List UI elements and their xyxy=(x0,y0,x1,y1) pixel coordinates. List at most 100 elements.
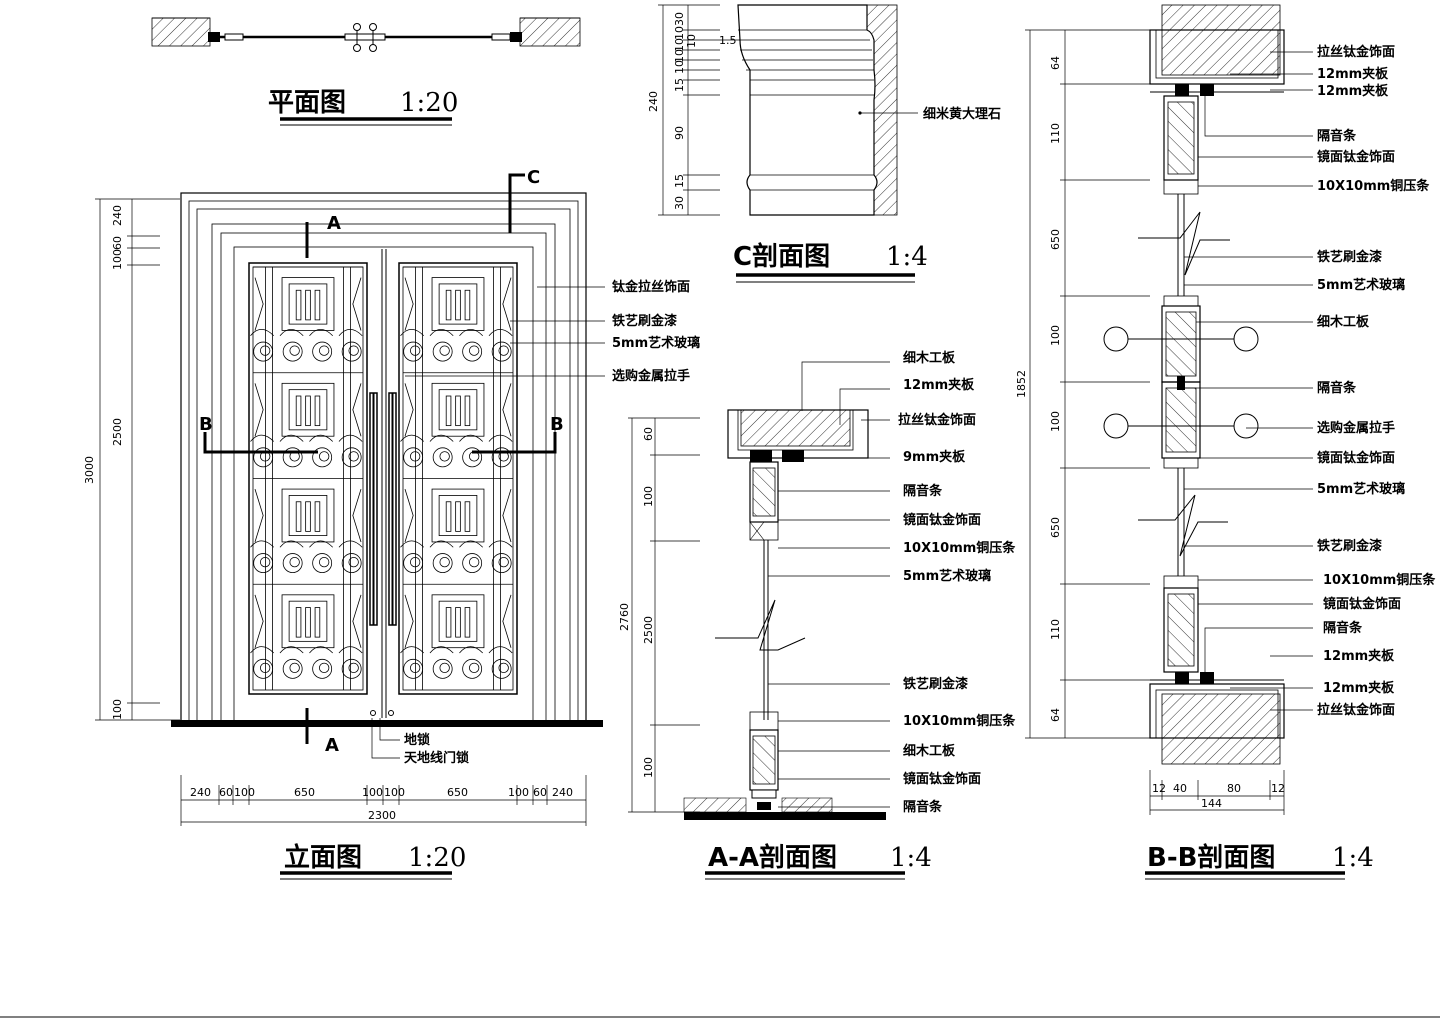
c-section-title: C剖面图 xyxy=(733,241,830,272)
bb-label-8: 细木工板 xyxy=(1317,314,1370,330)
bb-label-6: 铁艺刷金漆 xyxy=(1316,249,1382,265)
elev-label-1: 铁艺刷金漆 xyxy=(611,313,677,329)
bb-label-7: 5mm艺术玻璃 xyxy=(1317,277,1405,293)
cut-mark-c: C xyxy=(527,167,540,188)
c-dim-3: 10 xyxy=(673,49,686,63)
bb-label-3: 隔音条 xyxy=(1317,128,1357,144)
bb-dim-6: 110 xyxy=(1049,619,1062,640)
bb-label-15: 镜面钛金饰面 xyxy=(1323,596,1401,612)
section-aa-view xyxy=(628,361,890,820)
bb-label-16: 隔音条 xyxy=(1323,620,1363,636)
aa-section-title: A-A剖面图 xyxy=(708,842,837,873)
bb-label-0: 拉丝钛金饰面 xyxy=(1317,44,1395,60)
c-dim-7: 90 xyxy=(673,126,686,140)
bb-dim-4: 100 xyxy=(1049,411,1062,432)
bb-dim-total: 1852 xyxy=(1015,370,1028,398)
cut-mark-b-left: B xyxy=(199,414,213,435)
aa-label-4: 隔音条 xyxy=(903,483,943,499)
section-c-view xyxy=(658,4,918,216)
aa-label-8: 铁艺刷金漆 xyxy=(902,676,968,692)
c-dim-small: 1.5 xyxy=(719,34,737,47)
elev-dim-bottom-4: 100 xyxy=(362,786,383,799)
grille-right xyxy=(400,266,514,691)
bb-dim-bottom-3: 12 xyxy=(1271,782,1285,795)
elev-dim-left-4: 100 xyxy=(111,699,124,720)
bb-label-11: 镜面钛金饰面 xyxy=(1317,450,1395,466)
aa-label-5: 镜面钛金饰面 xyxy=(903,512,981,528)
aa-label-9: 10X10mm铜压条 xyxy=(903,713,1016,729)
bb-label-5: 10X10mm铜压条 xyxy=(1317,178,1430,194)
plan-title: 平面图 xyxy=(268,88,346,118)
bb-label-1: 12mm夹板 xyxy=(1317,66,1389,82)
elev-dim-bottom-7: 100 xyxy=(508,786,529,799)
aa-label-3: 9mm夹板 xyxy=(903,449,966,465)
elev-label-5: 天地线门锁 xyxy=(404,750,469,766)
bb-label-4: 镜面钛金饰面 xyxy=(1317,149,1395,165)
elev-dim-bottom-1: 60 xyxy=(219,786,233,799)
bb-dim-7: 64 xyxy=(1049,708,1062,722)
c-dim-8: 15 xyxy=(673,174,686,188)
aa-label-7: 5mm艺术玻璃 xyxy=(903,568,991,584)
bb-label-19: 拉丝钛金饰面 xyxy=(1317,702,1395,718)
elev-dim-left-0: 240 xyxy=(111,205,124,226)
aa-section-scale: 1:4 xyxy=(890,843,932,873)
aa-dim-2: 2500 xyxy=(642,616,655,644)
bb-label-12: 5mm艺术玻璃 xyxy=(1317,481,1405,497)
aa-dim-total: 2760 xyxy=(618,603,631,631)
c-dim-2: 10 xyxy=(673,38,686,52)
aa-label-2: 拉丝钛金饰面 xyxy=(898,412,976,428)
cut-mark-b-right: B xyxy=(550,414,564,435)
bb-dim-2: 650 xyxy=(1049,229,1062,250)
bb-dim-bottom-1: 40 xyxy=(1173,782,1187,795)
elev-dim-left-3: 2500 xyxy=(111,418,124,446)
c-dim-4: 10 xyxy=(673,60,686,74)
c-dim-total: 240 xyxy=(647,91,660,112)
section-bb-view xyxy=(1025,4,1313,815)
elev-dim-bottom-8: 60 xyxy=(533,786,547,799)
elevation-scale: 1:20 xyxy=(408,843,466,873)
bb-label-13: 铁艺刷金漆 xyxy=(1316,538,1382,554)
elevation-title: 立面图 xyxy=(284,842,362,873)
bb-label-17: 12mm夹板 xyxy=(1323,648,1395,664)
c-dim-9: 30 xyxy=(673,196,686,210)
c-dim-5: 10 xyxy=(685,34,698,48)
bb-dim-bottom-0: 12 xyxy=(1152,782,1166,795)
bb-dim-3: 100 xyxy=(1049,325,1062,346)
elevation-view xyxy=(95,173,605,826)
aa-dim-1: 100 xyxy=(642,486,655,507)
bb-label-10: 选购金属拉手 xyxy=(1317,420,1395,436)
bb-label-14: 10X10mm铜压条 xyxy=(1323,572,1436,588)
cut-mark-a-top: A xyxy=(327,213,341,234)
bb-label-18: 12mm夹板 xyxy=(1323,680,1395,696)
cut-mark-a-bottom: A xyxy=(325,735,339,756)
c-dim-1: 10 xyxy=(673,26,686,40)
elev-label-4: 地锁 xyxy=(404,732,430,748)
bb-dim-total-width: 144 xyxy=(1201,797,1222,810)
elev-dim-left-1: 60 xyxy=(111,236,124,250)
elev-dim-bottom-5: 100 xyxy=(384,786,405,799)
bb-section-title: B-B剖面图 xyxy=(1147,842,1275,873)
grille-left xyxy=(250,266,364,691)
elev-label-0: 钛金拉丝饰面 xyxy=(611,279,690,295)
bb-dim-5: 650 xyxy=(1049,517,1062,538)
bb-label-9: 隔音条 xyxy=(1317,380,1357,396)
plan-scale: 1:20 xyxy=(400,88,458,118)
plan-view xyxy=(151,17,581,52)
elev-label-2: 5mm艺术玻璃 xyxy=(612,335,700,351)
bb-label-2: 12mm夹板 xyxy=(1317,83,1389,99)
aa-label-6: 10X10mm铜压条 xyxy=(903,540,1016,556)
bb-dim-bottom-2: 80 xyxy=(1227,782,1241,795)
elev-dim-bottom-3: 650 xyxy=(294,786,315,799)
bb-dim-1: 110 xyxy=(1049,123,1062,144)
c-dim-0: 30 xyxy=(673,12,686,26)
elev-dim-bottom-2: 100 xyxy=(234,786,255,799)
elev-dim-total-width: 2300 xyxy=(368,809,396,822)
elev-dim-left-2: 100 xyxy=(111,249,124,270)
c-section-scale: 1:4 xyxy=(886,242,928,272)
elev-dim-bottom-0: 240 xyxy=(190,786,211,799)
c-label-0: 细米黄大理石 xyxy=(923,106,1001,122)
elev-label-3: 选购金属拉手 xyxy=(612,368,690,384)
aa-label-11: 镜面钛金饰面 xyxy=(903,771,981,787)
bb-dim-0: 64 xyxy=(1049,56,1062,70)
